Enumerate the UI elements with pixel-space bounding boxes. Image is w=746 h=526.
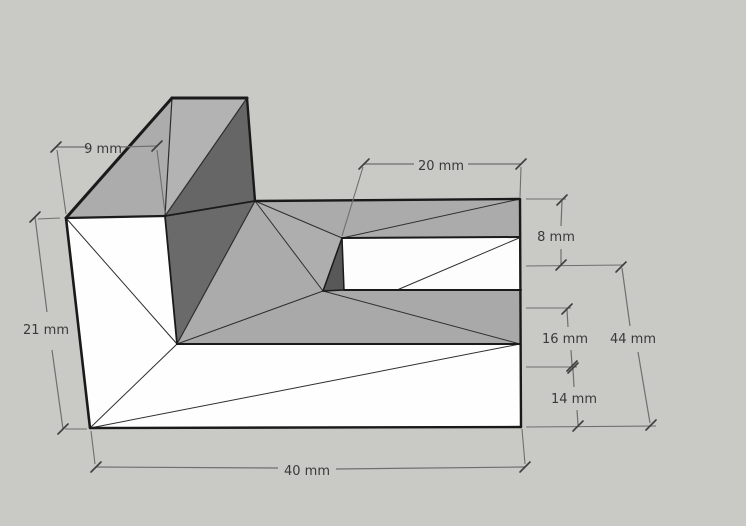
plateau-lower-band[interactable] <box>177 290 521 344</box>
dimension-line <box>637 351 651 424</box>
model-edge[interactable] <box>518 197 523 429</box>
dimension-line <box>621 267 631 327</box>
dimension-tick-slash <box>515 158 527 170</box>
dimension-tick-slash <box>645 419 657 431</box>
dimension-extension-line <box>37 217 61 220</box>
tri-line <box>396 237 520 291</box>
tri-line <box>89 343 178 429</box>
tri-line <box>176 200 256 345</box>
tri-line <box>164 97 173 217</box>
tri-line <box>89 343 521 429</box>
dimension-extension-line <box>341 166 364 237</box>
tri-line <box>65 217 178 345</box>
model-edge[interactable] <box>341 237 345 291</box>
dimension-tick-slash <box>572 420 584 432</box>
tri-line <box>164 97 248 217</box>
dimension-tick-slash <box>561 303 573 315</box>
model-edge[interactable] <box>164 215 178 345</box>
model-edge[interactable] <box>245 96 257 203</box>
model-edge[interactable] <box>341 236 521 239</box>
dimension-tick-slash <box>567 362 579 374</box>
dimension-label: 44 mm <box>610 332 656 347</box>
dimension-label: 9 mm <box>84 142 122 157</box>
dimension-line <box>560 200 563 227</box>
dimension-line <box>119 145 158 148</box>
dimension-tick-slash <box>358 158 370 170</box>
model-edge[interactable] <box>64 214 167 220</box>
tri-line <box>254 200 343 239</box>
dimension-tick-slash <box>90 461 102 473</box>
dimension-extension-line <box>56 149 67 215</box>
dimension-line <box>570 349 573 366</box>
dimension-line <box>572 368 575 388</box>
dimension-label: 40 mm <box>284 464 330 479</box>
dimension-extension-line <box>525 425 657 428</box>
dimension-label: 21 mm <box>23 323 69 338</box>
dimension-tick-slash <box>57 423 69 435</box>
block-front-face-right[interactable] <box>165 98 255 216</box>
dimension-label: 16 mm <box>542 332 588 347</box>
dimension-line <box>34 216 48 313</box>
dimension-44-mm[interactable]: 44 mm <box>610 261 657 431</box>
dimension-line <box>335 466 526 470</box>
plateau-fan-mid[interactable] <box>255 201 342 291</box>
dimension-line <box>95 466 279 469</box>
model-edge[interactable] <box>164 200 256 217</box>
plateau-fan-left[interactable] <box>177 201 323 344</box>
dimension-tick-slash <box>50 141 62 153</box>
front-face-left-white[interactable] <box>66 216 177 428</box>
dimension-extension-line <box>156 149 166 214</box>
dimension-extension-line <box>521 428 526 465</box>
dimension-14-mm[interactable]: 14 mm <box>525 362 657 432</box>
dimension-40-mm[interactable]: 40 mm <box>90 428 531 479</box>
tri-line <box>341 198 521 239</box>
dimension-tick-slash <box>29 211 41 223</box>
tri-line <box>322 290 521 345</box>
dimension-20-mm[interactable]: 20 mm <box>341 158 527 237</box>
model-edge[interactable] <box>253 197 522 203</box>
dimension-line <box>51 349 64 430</box>
block-side-dark-face[interactable] <box>165 201 255 344</box>
plateau-top-band[interactable] <box>255 199 520 238</box>
dimension-line <box>566 309 569 328</box>
model-edge[interactable] <box>322 289 345 292</box>
dimension-tick-slash <box>615 261 627 273</box>
dimension-label: 14 mm <box>551 392 597 407</box>
dimension-8-mm[interactable]: 8 mm <box>525 194 625 271</box>
model-edge[interactable] <box>64 96 174 220</box>
dimension-tick-slash <box>151 140 163 152</box>
dimension-line <box>576 409 579 426</box>
dimension-extension-line <box>519 166 522 198</box>
dimension-16-mm[interactable]: 16 mm <box>526 303 588 372</box>
dimension-label: 20 mm <box>418 159 464 174</box>
dimension-9-mm[interactable]: 9 mm <box>50 140 166 215</box>
dimension-21-mm[interactable]: 21 mm <box>23 211 87 435</box>
dimension-tick-slash <box>566 360 578 372</box>
dimension-tick-slash <box>556 194 568 206</box>
dimension-tick-slash <box>555 259 567 271</box>
dimension-tick-slash <box>519 461 531 473</box>
dimension-label: 8 mm <box>537 230 575 245</box>
tri-line <box>254 200 324 292</box>
tri-line <box>176 290 324 345</box>
dimension-extension-line <box>525 264 625 267</box>
model-edge[interactable] <box>322 237 343 292</box>
model-edge[interactable] <box>88 425 523 430</box>
dimension-extension-line <box>90 430 96 465</box>
model-edge[interactable] <box>64 216 92 430</box>
notch-interior[interactable] <box>342 237 521 290</box>
